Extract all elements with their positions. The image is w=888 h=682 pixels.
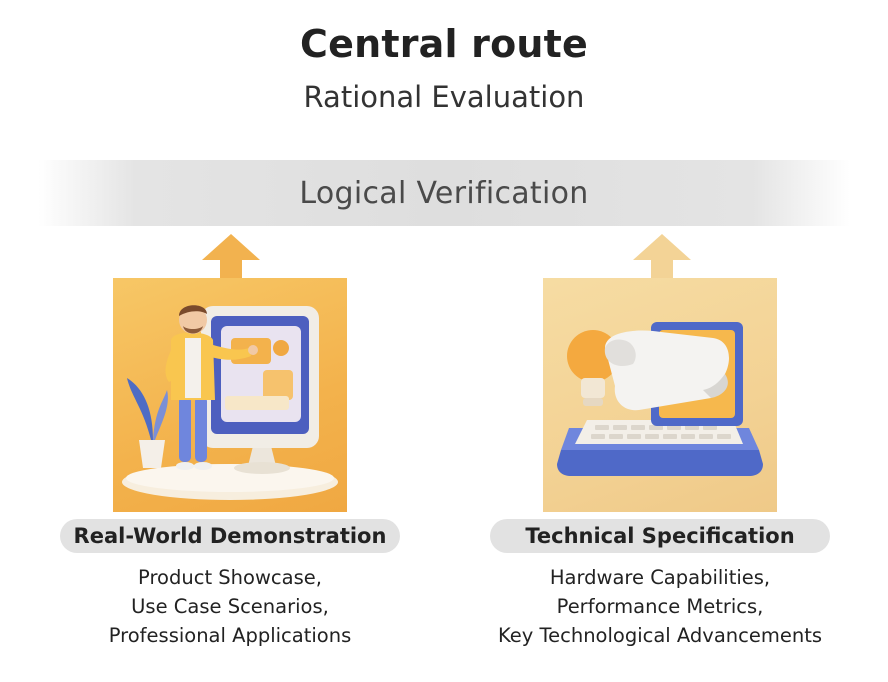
page-subtitle: Rational Evaluation bbox=[303, 80, 585, 114]
specification-line: Key Technological Advancements bbox=[497, 624, 823, 647]
laptop-document-lightbulb-icon bbox=[557, 322, 763, 476]
demonstration-description: Product Showcase, Use Case Scenarios, Pr… bbox=[60, 563, 400, 650]
page-title: Central route bbox=[300, 22, 588, 66]
demonstration-line: Use Case Scenarios, bbox=[131, 595, 329, 618]
demonstration-line: Product Showcase, bbox=[138, 566, 322, 589]
specification-illustration bbox=[543, 278, 777, 512]
specification-line: Hardware Capabilities, bbox=[549, 566, 771, 589]
person-presenting-monitor-icon bbox=[122, 305, 338, 500]
demonstration-illustration bbox=[113, 278, 347, 512]
up-arrow-icon-right bbox=[633, 234, 691, 278]
demonstration-line: Professional Applications bbox=[108, 624, 352, 647]
technical-specification-label: Technical Specification bbox=[490, 519, 830, 553]
logical-verification-band: Logical Verification bbox=[38, 160, 850, 226]
real-world-demonstration-label: Real-World Demonstration bbox=[60, 519, 400, 553]
specification-line: Performance Metrics, bbox=[556, 595, 764, 618]
band-label: Logical Verification bbox=[299, 175, 589, 211]
specification-description: Hardware Capabilities, Performance Metri… bbox=[460, 563, 860, 650]
up-arrow-icon-left bbox=[202, 234, 260, 278]
